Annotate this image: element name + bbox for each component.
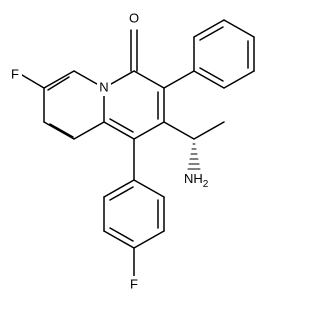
bond — [21, 74, 45, 89]
label-mask — [128, 276, 141, 292]
label-mask — [127, 11, 141, 27]
bond — [103, 121, 135, 140]
label-mask — [182, 172, 210, 190]
bond — [103, 230, 135, 249]
bond — [109, 118, 134, 133]
bond — [133, 70, 165, 89]
bond — [193, 19, 225, 38]
bond — [163, 121, 195, 140]
ring-nitrogen-label: N — [99, 79, 108, 94]
bond — [109, 227, 134, 242]
pyridine-ring — [43, 70, 105, 140]
fluorophenyl-ring — [103, 179, 165, 249]
amine-subscript-label: 2 — [203, 179, 209, 190]
carbonyl-oxygen-label: O — [129, 10, 139, 25]
structure-diagram: O N F NH2 F — [9, 10, 255, 292]
bond — [223, 19, 255, 38]
bond — [133, 179, 165, 198]
bond — [43, 70, 75, 89]
bond — [133, 121, 165, 140]
label-mask — [9, 67, 22, 83]
amine-nh-label: NH — [184, 171, 203, 186]
phenyl-ring — [193, 19, 255, 89]
hashed-wedge-bond — [187, 143, 201, 170]
bond — [43, 121, 75, 140]
label-mask — [97, 80, 111, 96]
bond — [223, 70, 255, 89]
bond — [193, 121, 225, 140]
bond — [163, 70, 195, 89]
bond — [199, 26, 224, 41]
amine-label: NH2 — [184, 171, 209, 189]
bond — [103, 179, 135, 198]
pyridine-fluorine-label: F — [11, 66, 19, 81]
bond — [47, 76, 70, 91]
pyridinone-ring — [103, 70, 165, 140]
bond — [193, 70, 225, 89]
bond — [73, 121, 105, 140]
bond — [49, 123, 74, 138]
bond — [133, 230, 165, 249]
bond — [199, 67, 224, 82]
phenyl-fluorine-label: F — [130, 276, 138, 291]
bond — [109, 186, 134, 201]
